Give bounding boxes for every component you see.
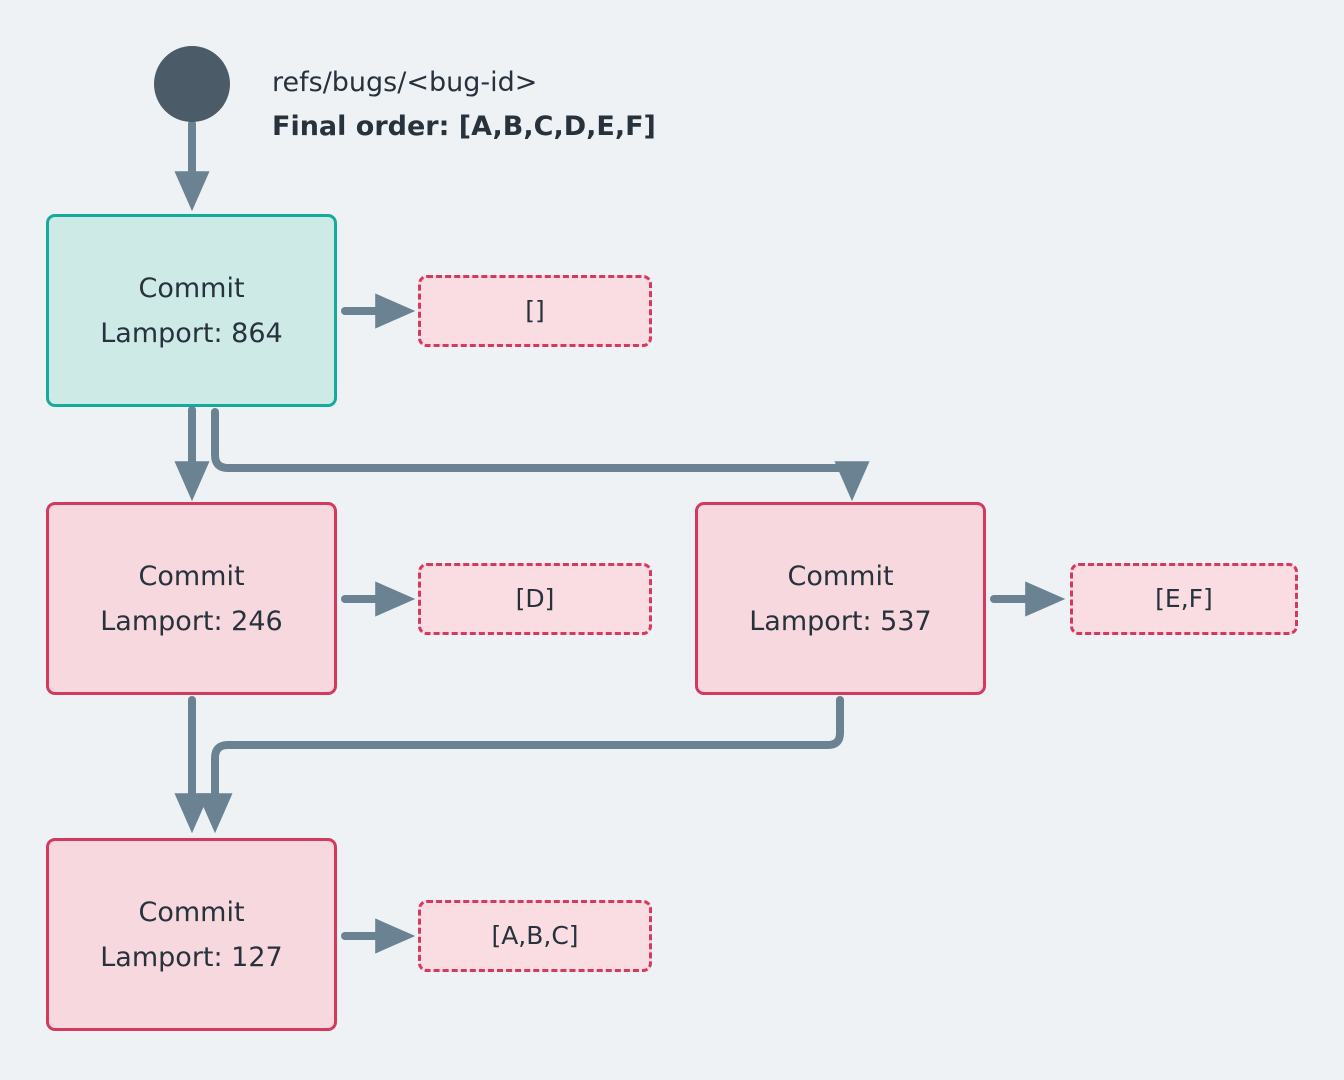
final-order-label: Final order: [A,B,C,D,E,F]	[272, 111, 656, 142]
note-box-864: []	[418, 275, 652, 347]
note-box-246-text: [D]	[515, 584, 555, 613]
commit-node-127-lamport: Lamport: 127	[100, 941, 283, 973]
note-box-537: [E,F]	[1070, 563, 1298, 635]
edge-commit-864-to-commit-537	[211, 408, 870, 502]
commit-node-246-lamport: Lamport: 246	[100, 605, 283, 637]
commit-node-246[interactable]: Commit Lamport: 246	[46, 502, 337, 695]
note-box-537-text: [E,F]	[1155, 584, 1213, 613]
commit-node-537[interactable]: Commit Lamport: 537	[695, 502, 986, 695]
start-ref-node[interactable]	[154, 46, 230, 122]
edge-commit-537-to-commit-127	[197, 696, 844, 834]
ref-header: refs/bugs/<bug-id> Final order: [A,B,C,D…	[272, 62, 872, 150]
commit-node-537-title: Commit	[787, 560, 894, 592]
commit-node-864-lamport: Lamport: 864	[100, 317, 283, 349]
commit-node-246-title: Commit	[138, 560, 245, 592]
commit-node-127-title: Commit	[138, 896, 245, 928]
commit-node-864-title: Commit	[138, 272, 245, 304]
note-box-864-text: []	[525, 296, 545, 325]
commit-node-127[interactable]: Commit Lamport: 127	[46, 838, 337, 1031]
ref-path-label: refs/bugs/<bug-id>	[272, 67, 538, 98]
note-box-246: [D]	[418, 563, 652, 635]
note-box-127-text: [A,B,C]	[491, 921, 579, 950]
commit-node-537-lamport: Lamport: 537	[749, 605, 932, 637]
note-box-127: [A,B,C]	[418, 900, 652, 972]
commit-node-864[interactable]: Commit Lamport: 864	[46, 214, 337, 407]
